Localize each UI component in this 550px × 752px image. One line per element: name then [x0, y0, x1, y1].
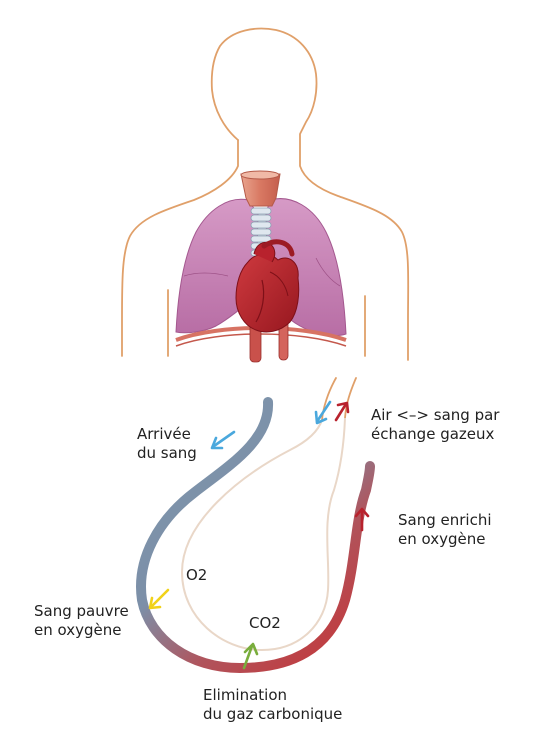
label-arrivee: Arrivée du sang	[137, 425, 197, 463]
arrow-sang-enrichi-icon	[354, 507, 370, 532]
arrow-air-out-icon	[334, 401, 350, 422]
label-air-echange-line2: échange gazeux	[371, 425, 495, 443]
arrow-o2-icon	[148, 588, 170, 610]
label-arrivee-line1: Arrivée	[137, 425, 191, 443]
alveolus-membrane	[180, 417, 346, 652]
label-elimination-line2: du gaz carbonique	[203, 705, 343, 723]
label-o2: O2	[186, 566, 207, 585]
label-sang-enrichi-line1: Sang enrichi	[398, 511, 492, 529]
label-air-echange-line1: Air <–> sang par	[371, 406, 500, 424]
label-sang-pauvre: Sang pauvre en oxygène	[34, 602, 129, 640]
label-elimination: Elimination du gaz carbonique	[203, 686, 342, 724]
arrow-arrivee-icon	[210, 430, 236, 450]
heart	[235, 239, 300, 333]
arrow-co2-icon	[242, 642, 259, 670]
label-elimination-line1: Elimination	[203, 686, 288, 704]
label-o2-text: O2	[186, 566, 208, 584]
label-sang-pauvre-line1: Sang pauvre	[34, 602, 129, 620]
label-co2: CO2	[249, 614, 281, 633]
label-sang-enrichi: Sang enrichi en oxygène	[398, 511, 492, 549]
label-co2-text: CO2	[249, 614, 281, 632]
label-air-echange: Air <–> sang par échange gazeux	[371, 406, 499, 444]
label-arrivee-line2: du sang	[137, 444, 197, 462]
arrow-air-in-icon	[314, 400, 332, 425]
label-sang-pauvre-line2: en oxygène	[34, 621, 122, 639]
body-outline	[121, 27, 410, 421]
label-sang-enrichi-line2: en oxygène	[398, 530, 486, 548]
